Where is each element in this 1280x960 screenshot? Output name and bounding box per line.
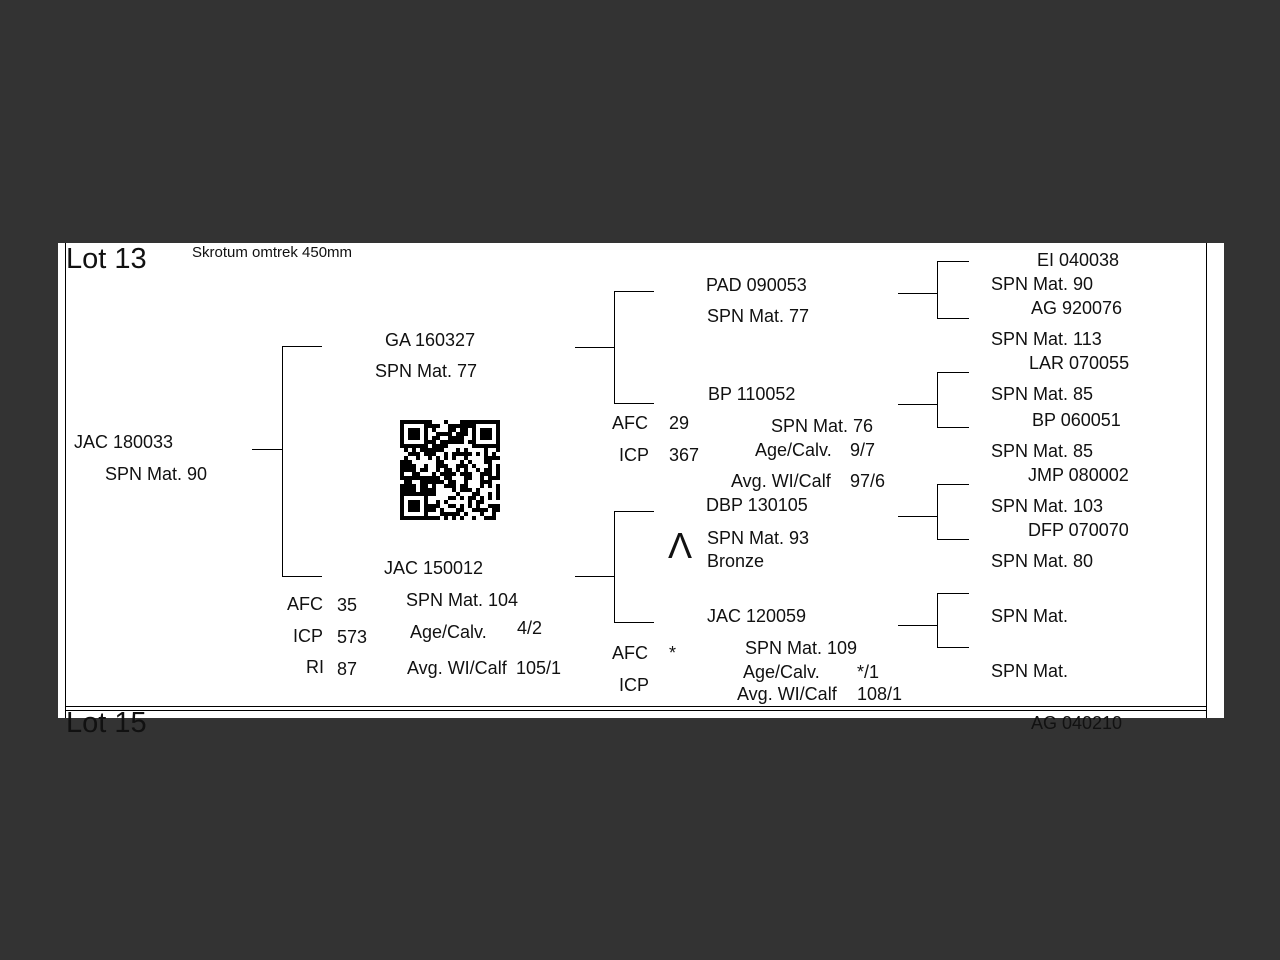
ggp-spn: SPN Mat. 80: [991, 551, 1094, 571]
bracket-line: [575, 576, 615, 577]
ggp-id: DFP 070070: [1028, 520, 1129, 540]
bracket-line: [252, 449, 282, 450]
bracket-line: [614, 622, 654, 623]
ggp-spn: SPN Mat. 85: [991, 384, 1094, 404]
ggp-spn: SPN Mat. 103: [991, 496, 1104, 516]
bracket-line: [937, 261, 938, 318]
mgs-award: Bronze: [707, 551, 765, 571]
bracket-line: [937, 484, 938, 539]
bracket-line: [898, 293, 938, 294]
pgd-avg: 97/6: [850, 471, 886, 491]
pgs-id: PAD 090053: [706, 275, 807, 295]
bracket-line: [937, 484, 969, 485]
bracket-line: [898, 404, 938, 405]
bracket-line: [614, 511, 654, 512]
bracket-line: [937, 593, 938, 647]
dam-ri-label: RI: [306, 657, 324, 677]
ggp-id: EI 040038: [1037, 250, 1120, 270]
sire-spn: SPN Mat. 77: [375, 361, 478, 381]
bracket-line: [937, 647, 969, 648]
bracket-line: [937, 318, 969, 319]
mgd-avg-label: Avg. WI/Calf: [737, 684, 837, 704]
mgd-age-calv-label: Age/Calv.: [743, 662, 820, 682]
dam-avg-label: Avg. WI/Calf: [407, 658, 507, 678]
ggp-spn: SPN Mat. 90: [991, 274, 1094, 294]
mgs-id: DBP 130105: [706, 495, 808, 515]
next-lot-title: Lot 15: [66, 707, 147, 739]
mgd-age-calv: */1: [857, 662, 880, 682]
mgd-id: JAC 120059: [707, 606, 807, 626]
pgd-icp: 367: [669, 445, 700, 465]
bracket-line: [575, 347, 615, 348]
dam-avg: 105/1: [516, 658, 562, 678]
sheet-right-border: [1206, 243, 1207, 718]
bracket-line: [614, 291, 615, 403]
dam-id: JAC 150012: [384, 558, 484, 578]
dam-afc: 35: [337, 595, 358, 615]
pgd-afc: 29: [669, 413, 690, 433]
dam-ri: 87: [337, 659, 358, 679]
qr-code: [400, 420, 500, 520]
ggp-id: LAR 070055: [1029, 353, 1130, 373]
lot-note: Skrotum omtrek 450mm: [192, 244, 353, 261]
animal-spn: SPN Mat. 90: [105, 464, 208, 484]
ggp-spn: SPN Mat.: [991, 606, 1069, 626]
mgd-avg: 108/1: [857, 684, 903, 704]
pedigree-sheet: Lot 13 Skrotum omtrek 450mm JAC 180033 S…: [58, 243, 1224, 738]
pgd-icp-label: ICP: [619, 445, 650, 465]
mgs-spn: SPN Mat. 93: [707, 528, 810, 548]
bracket-line: [614, 291, 654, 292]
lot-title: Lot 13: [66, 243, 147, 275]
mgd-spn: SPN Mat. 109: [745, 638, 858, 658]
pgd-spn: SPN Mat. 76: [771, 416, 874, 436]
bracket-line: [937, 261, 969, 262]
ggp-spn: SPN Mat. 113: [991, 329, 1102, 349]
bracket-line: [898, 625, 938, 626]
dam-afc-label: AFC: [287, 594, 323, 614]
mgs-symbol: Λ: [668, 525, 693, 566]
dam-age-calv-label: Age/Calv.: [410, 622, 487, 642]
bracket-line: [937, 593, 969, 594]
ggp-spn: SPN Mat. 85: [991, 441, 1094, 461]
sheet-left-border: [65, 243, 66, 718]
bracket-line: [937, 372, 938, 427]
bracket-line: [614, 511, 615, 622]
bracket-line: [937, 427, 969, 428]
ggp-id: BP 060051: [1032, 410, 1121, 430]
dam-icp-label: ICP: [293, 626, 324, 646]
pgd-age-calv-label: Age/Calv.: [755, 440, 832, 460]
bracket-line: [282, 346, 322, 347]
bracket-line: [282, 576, 322, 577]
lot-separator-line: [65, 706, 1207, 707]
bracket-line: [937, 539, 969, 540]
dam-spn: SPN Mat. 104: [406, 590, 519, 610]
next-lot-id: AG 040210: [1031, 713, 1123, 733]
ggp-id: AG 920076: [1031, 298, 1123, 318]
bracket-line: [614, 403, 654, 404]
bracket-line: [898, 516, 938, 517]
sire-id: GA 160327: [385, 330, 476, 350]
bracket-line: [937, 372, 969, 373]
pgs-spn: SPN Mat. 77: [707, 306, 810, 326]
pgd-age-calv: 9/7: [850, 440, 876, 460]
dam-age-calv: 4/2: [517, 618, 543, 638]
lot-separator-line-2: [65, 710, 1207, 711]
ggp-id: JMP 080002: [1028, 465, 1129, 485]
ggp-spn: SPN Mat.: [991, 661, 1069, 681]
mgd-afc-label: AFC: [612, 643, 648, 663]
pgd-avg-label: Avg. WI/Calf: [731, 471, 831, 491]
mgd-afc: *: [669, 643, 677, 663]
bracket-line: [282, 346, 283, 576]
mgd-icp-label: ICP: [619, 675, 650, 695]
dam-icp: 573: [337, 627, 368, 647]
animal-id: JAC 180033: [74, 432, 174, 452]
pgd-id: BP 110052: [708, 384, 796, 404]
pgd-afc-label: AFC: [612, 413, 648, 433]
